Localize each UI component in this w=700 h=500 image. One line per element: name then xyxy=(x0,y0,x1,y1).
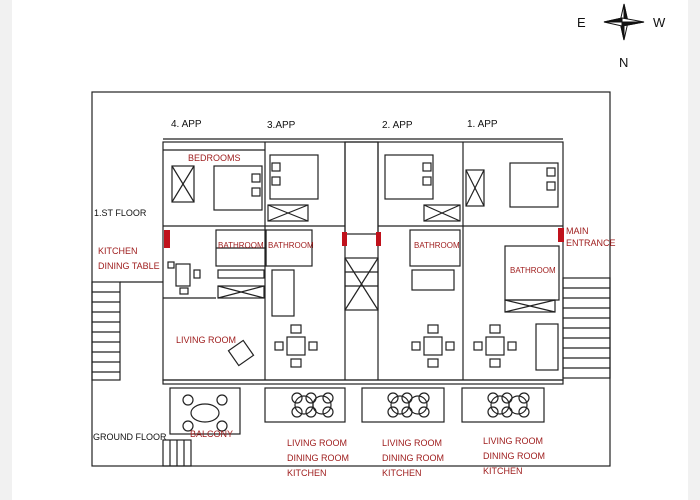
stair-flight xyxy=(344,257,379,311)
balcony xyxy=(169,387,241,435)
compass-icon xyxy=(603,3,645,41)
compass-north: N xyxy=(619,55,629,70)
apartment-1-label: 1. APP xyxy=(467,119,498,130)
balcony-label: BALCONY xyxy=(190,429,234,439)
ground-unit-label: LIVING ROOM DINING ROOM KITCHEN xyxy=(483,436,545,476)
balcony xyxy=(461,387,545,423)
ground-floor-label: GROUND FLOOR xyxy=(93,432,167,442)
ground-unit-label: LIVING ROOM DINING ROOM KITCHEN xyxy=(382,438,444,478)
balcony-strip xyxy=(162,379,564,385)
balcony-table xyxy=(190,403,220,423)
main-entrance-label: MAIN ENTRANCE xyxy=(566,226,616,248)
dining-set xyxy=(473,324,517,368)
bed xyxy=(384,154,434,200)
door-marker xyxy=(376,232,381,246)
drawing-sheet xyxy=(12,0,688,500)
balcony-table-set xyxy=(291,392,334,418)
door-marker xyxy=(164,230,170,248)
bedrooms-label: BEDROOMS xyxy=(188,153,241,163)
apartment-3-label: 3.APP xyxy=(267,120,296,131)
balcony xyxy=(264,387,346,423)
main-entrance-door xyxy=(558,228,564,242)
closet xyxy=(423,204,461,222)
bathroom-label: BATHROOM xyxy=(218,241,264,250)
compass-east: E xyxy=(577,15,586,30)
balcony-table-set xyxy=(387,392,430,418)
sofa xyxy=(271,269,295,317)
bathroom-label: BATHROOM xyxy=(510,266,556,275)
stool xyxy=(193,269,201,279)
first-floor-label: 1.ST FLOOR xyxy=(94,208,147,218)
stairs-left xyxy=(91,281,121,381)
bathroom-label: BATHROOM xyxy=(268,241,314,250)
dining-set xyxy=(411,324,455,368)
armchair xyxy=(227,339,255,367)
stair-shaft xyxy=(344,141,379,235)
closet xyxy=(465,169,485,207)
bed xyxy=(213,165,263,211)
closet xyxy=(171,165,195,203)
stool xyxy=(167,261,175,269)
balcony-table-set xyxy=(487,392,530,418)
kitchen-table xyxy=(175,263,191,287)
kitchen-dining-label: KITCHEN DINING TABLE xyxy=(98,246,160,271)
bathroom-label: BATHROOM xyxy=(414,241,460,250)
bed xyxy=(509,162,559,208)
ground-unit-label: LIVING ROOM DINING ROOM KITCHEN xyxy=(287,438,349,478)
apartment-2-label: 2. APP xyxy=(382,120,413,131)
bed xyxy=(269,154,319,200)
apartment-4-label: 4. APP xyxy=(171,119,202,130)
dining-set xyxy=(274,324,318,368)
sofa xyxy=(535,323,559,371)
living-room-label: LIVING ROOM xyxy=(176,335,237,345)
closet xyxy=(267,204,309,222)
bathroom-box xyxy=(409,229,461,267)
compass-west: W xyxy=(653,15,666,30)
door-marker xyxy=(342,232,347,246)
stool xyxy=(179,287,189,295)
balcony xyxy=(361,387,445,423)
